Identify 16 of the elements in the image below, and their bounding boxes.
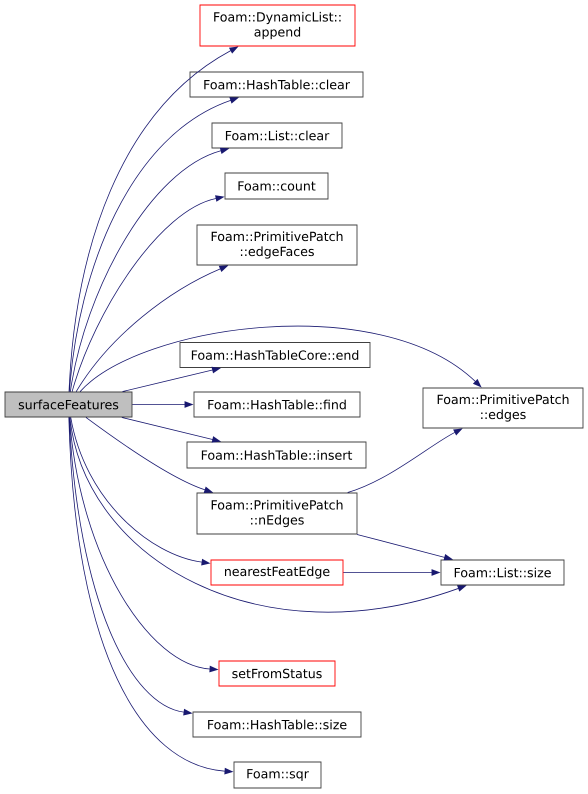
function-box: Foam::List::clear bbox=[212, 122, 342, 148]
function-box: Foam::HashTable::find bbox=[194, 392, 360, 418]
function-box: Foam::HashTableCore::end bbox=[180, 342, 370, 368]
function-box: nearestFeatEdge bbox=[210, 560, 344, 586]
function-box: Foam::HashTable::insert bbox=[186, 442, 366, 468]
function-box: Foam::PrimitivePatch ::nEdges bbox=[196, 492, 358, 534]
function-box: Foam::DynamicList:: append bbox=[200, 4, 356, 46]
function-box: surfaceFeatures bbox=[4, 392, 132, 418]
function-box: Foam::HashTable::size bbox=[192, 712, 362, 738]
function-box: setFromStatus bbox=[218, 660, 336, 686]
function-box: Foam::List::size bbox=[440, 560, 564, 586]
function-box: Foam::sqr bbox=[234, 762, 322, 788]
function-box: Foam::count bbox=[224, 172, 328, 200]
function-box: Foam::HashTable::clear bbox=[190, 72, 364, 98]
function-box: Foam::PrimitivePatch ::edgeFaces bbox=[196, 224, 358, 266]
function-box: Foam::PrimitivePatch ::edges bbox=[422, 388, 584, 428]
